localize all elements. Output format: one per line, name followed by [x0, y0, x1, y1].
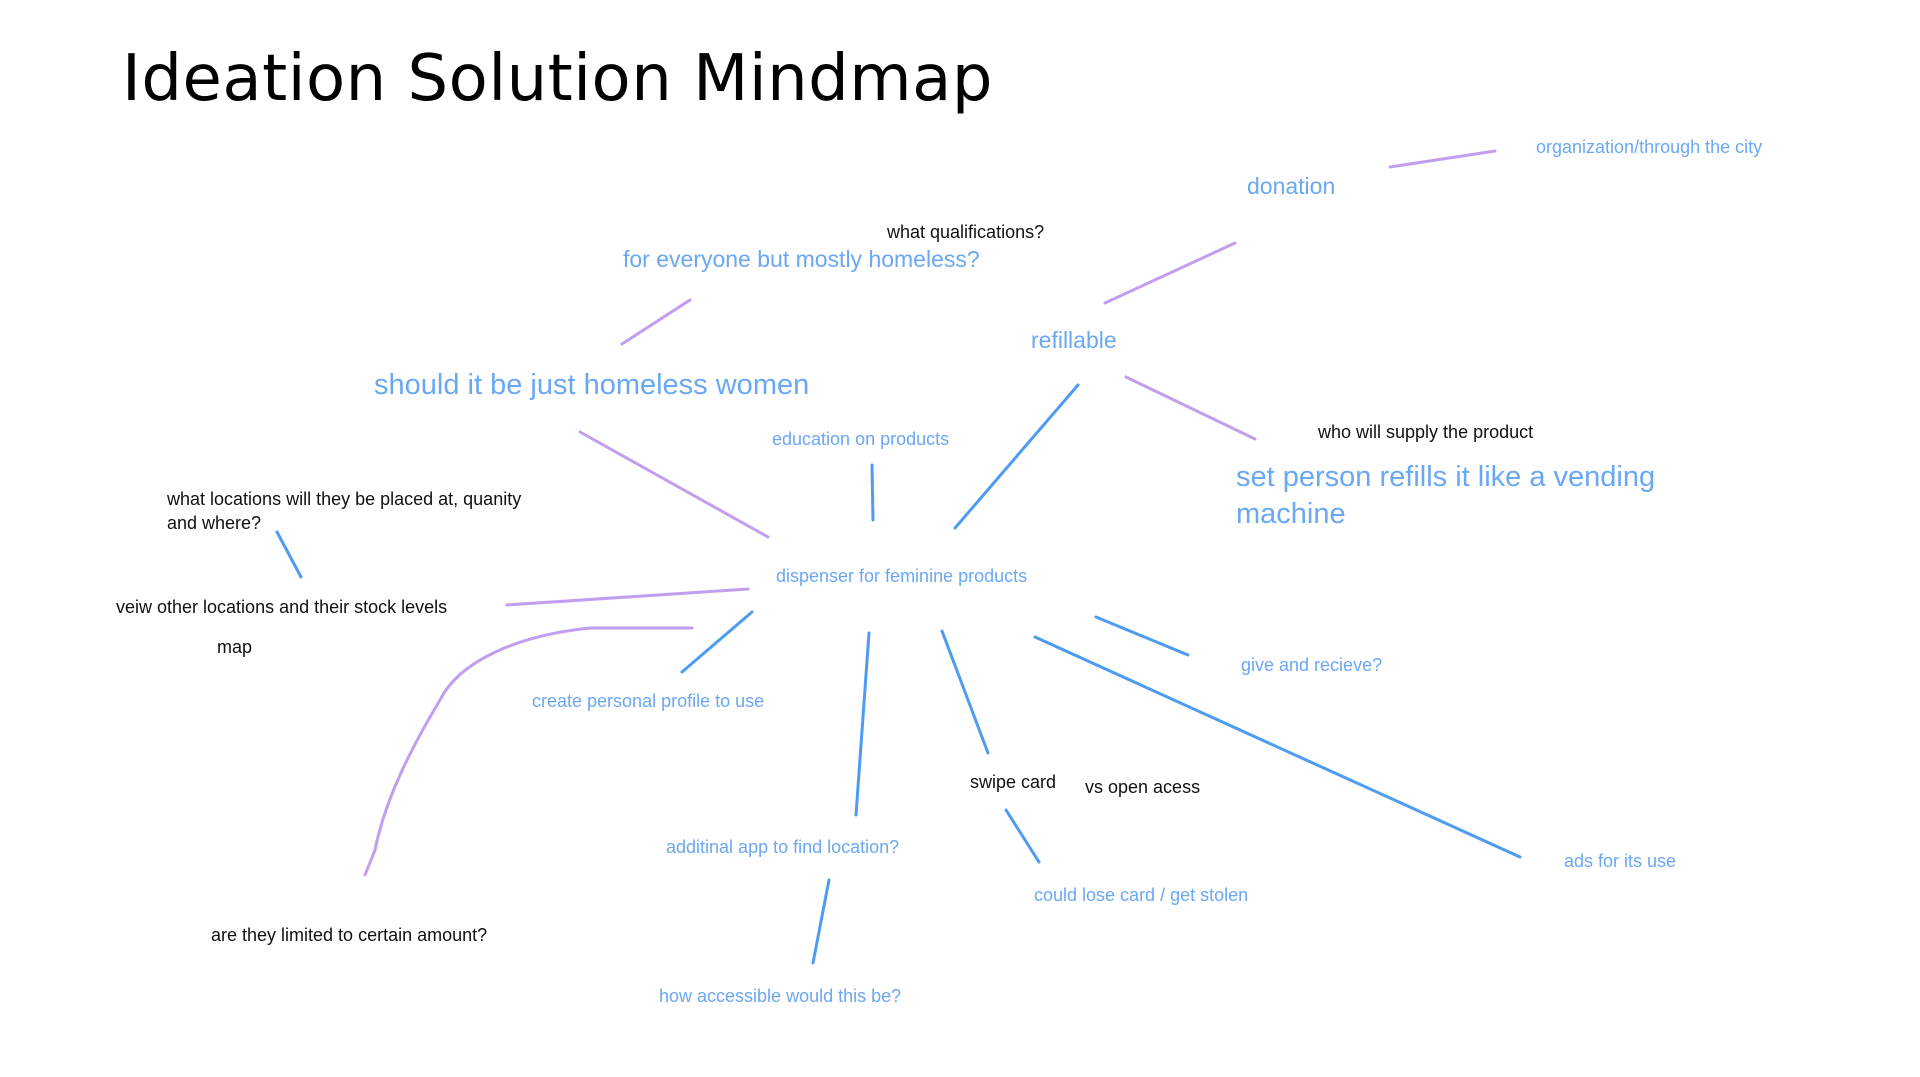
node-ads: ads for its use	[1564, 851, 1677, 871]
node-additional-app: additinal app to find location?	[666, 837, 900, 857]
node-lose-card: could lose card / get stolen	[1034, 885, 1249, 905]
connector-center-swipe	[940, 629, 990, 755]
connector-locations-view	[275, 530, 303, 579]
connector-center-view-locations	[505, 587, 750, 607]
connector-refillable-set-person	[1124, 375, 1257, 441]
node-open-access: vs open acess	[1085, 777, 1201, 797]
node-for-everyone: for everyone but mostly homeless?	[623, 246, 980, 272]
node-set-person-2: machine	[1236, 498, 1346, 530]
connector-center-app	[854, 631, 871, 817]
node-what-locations-2: and where?	[167, 513, 262, 533]
page-title: Ideation Solution Mindmap	[122, 42, 993, 116]
node-what-locations-1: what locations will they be placed at, q…	[167, 489, 522, 509]
node-organization: organization/through the city	[1536, 137, 1763, 157]
connector-center-give	[1094, 615, 1190, 657]
node-center: dispenser for feminine products	[776, 566, 1028, 586]
connector-refillable-donation	[1103, 241, 1237, 305]
node-map: map	[217, 637, 253, 657]
node-swipe-card: swipe card	[970, 772, 1057, 792]
connector-center-homeless-women	[578, 430, 770, 539]
connector-app-accessible	[811, 878, 831, 965]
connector-center-ads	[1033, 635, 1522, 859]
node-refillable: refillable	[1031, 327, 1117, 353]
node-limited-amount: are they limited to certain amount?	[211, 925, 488, 945]
node-what-qualifications: what qualifications?	[887, 222, 1045, 242]
node-accessible: how accessible would this be?	[659, 986, 902, 1006]
connector-limited-amount-curve	[363, 626, 694, 877]
node-who-supply: who will supply the product	[1318, 422, 1534, 442]
node-education: education on products	[772, 429, 950, 449]
connector-homeless-women-everyone	[620, 298, 692, 346]
node-give-receive: give and recieve?	[1241, 655, 1383, 675]
connector-center-profile	[680, 610, 754, 674]
node-view-locations: veiw other locations and their stock lev…	[116, 597, 448, 617]
connector-center-refillable	[953, 383, 1080, 530]
node-donation: donation	[1247, 173, 1336, 199]
connector-donation-organization	[1388, 149, 1497, 169]
node-homeless-women: should it be just homeless women	[374, 369, 810, 401]
node-set-person-1: set person refills it like a vending	[1236, 461, 1656, 493]
connector-center-education	[870, 463, 875, 522]
node-profile: create personal profile to use	[532, 691, 765, 711]
connector-swipe-lose	[1004, 808, 1041, 864]
